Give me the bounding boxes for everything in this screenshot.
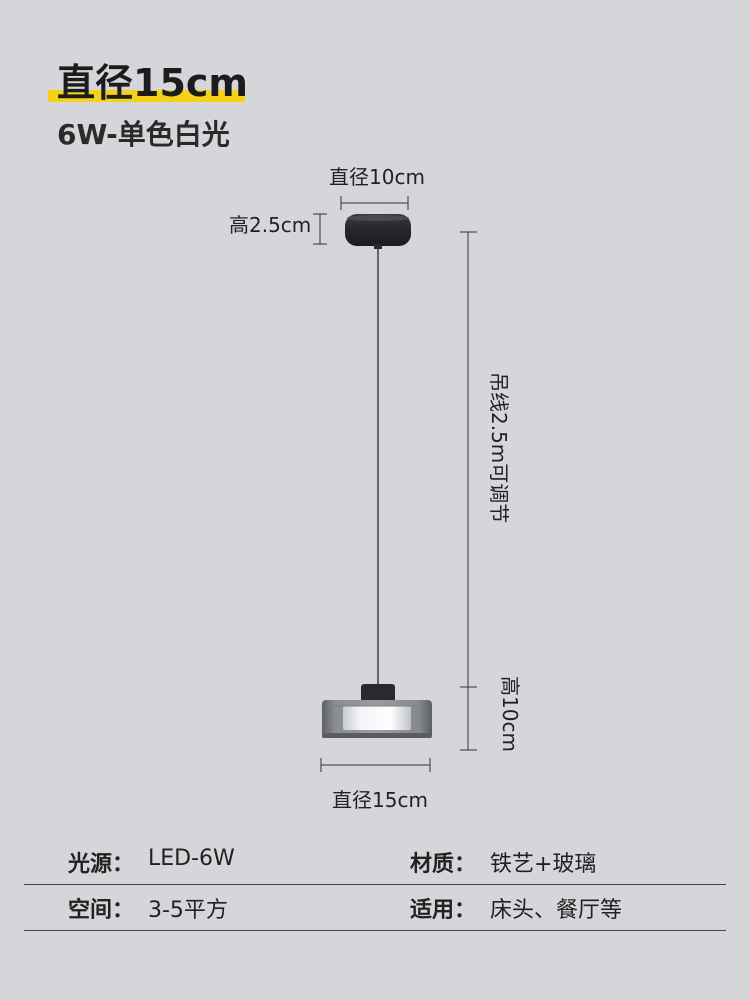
spec-value-material: 铁艺+玻璃 (490, 852, 597, 877)
spec-value-space: 3-5平方 (148, 898, 228, 923)
spec-label-material: 材质： (410, 852, 477, 877)
canopy-diameter-label: 直径10cm (329, 165, 425, 189)
lamp-diagram: 直径10cm 高2.5cm 吊线2.5m可调节 高10cm 直径15cm (229, 165, 522, 812)
spec-row: 光源： LED-6W 材质： 铁艺+玻璃 (24, 838, 726, 885)
spec-label-usage: 适用： (410, 898, 477, 923)
spec-value-light-source: LED-6W (148, 846, 235, 871)
lamp-shade (322, 684, 432, 738)
cord-length-label: 吊线2.5m可调节 (487, 372, 511, 523)
spec-value-usage: 床头、餐厅等 (490, 898, 623, 923)
shade-diameter-dimension: 直径15cm (320, 758, 431, 812)
canopy (345, 214, 411, 249)
canopy-diameter-dimension: 直径10cm (329, 165, 425, 210)
title-highlight-bar (48, 90, 245, 102)
shade-diameter-label: 直径15cm (332, 788, 428, 812)
spec-label-light-source: 光源： (68, 852, 135, 877)
canopy-height-dimension: 高2.5cm (229, 213, 327, 245)
title-block: 直径15cm (48, 58, 248, 108)
page-subtitle: 6W-单色白光 (57, 118, 230, 151)
shade-height-label: 高10cm (498, 676, 522, 752)
canopy-height-label: 高2.5cm (229, 213, 311, 237)
cord-length-dimension: 吊线2.5m可调节 高10cm (460, 231, 522, 752)
spec-row: 空间： 3-5平方 适用： 床头、餐厅等 (24, 884, 726, 931)
page-title: 直径15cm (57, 61, 249, 105)
spec-label-space: 空间： (68, 898, 135, 923)
